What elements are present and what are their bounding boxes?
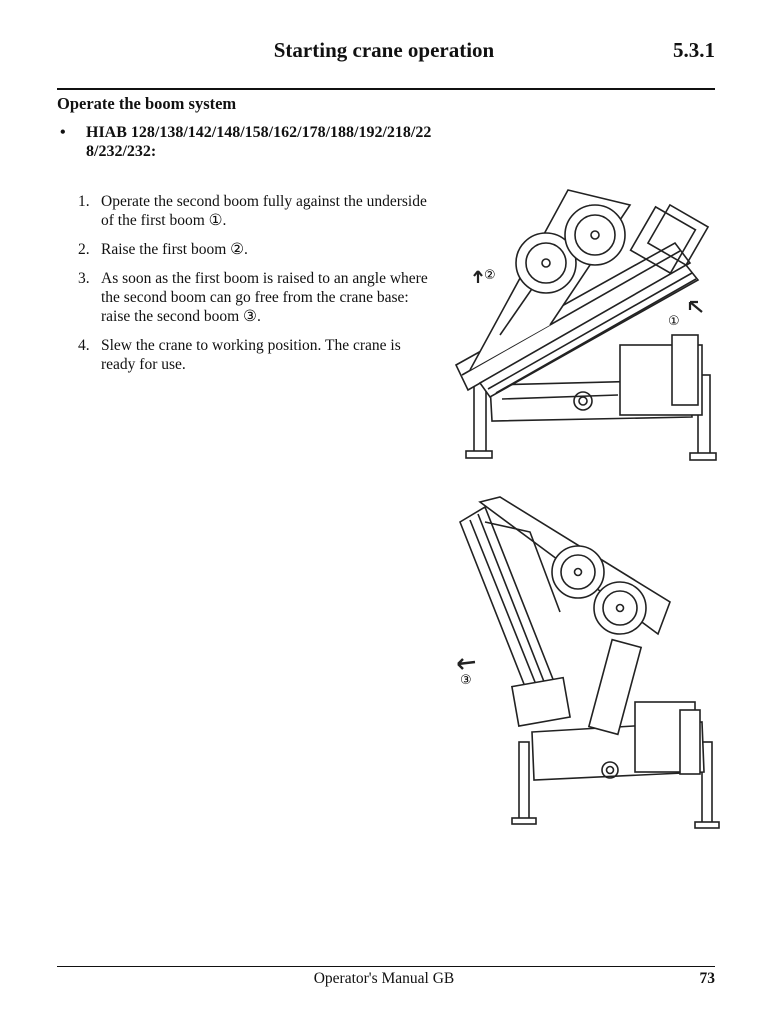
- step-number: 4.: [78, 337, 90, 354]
- callout-2: ②: [484, 268, 496, 283]
- step-item: 2. Raise the first boom ②.: [78, 240, 428, 259]
- model-list: HIAB 128/138/142/148/158/162/178/188/192…: [86, 124, 432, 160]
- header-rule: [57, 88, 715, 90]
- section-number: 5.3.1: [673, 38, 715, 62]
- callout-3: ③: [460, 673, 472, 688]
- crane-folded-illustration: ① ②: [454, 189, 717, 461]
- callout-1: ①: [668, 314, 680, 329]
- section-heading: Operate the boom system: [57, 94, 237, 113]
- crane-raised-illustration: ③: [457, 496, 720, 829]
- step-text: Operate the second boom fully against th…: [101, 193, 427, 229]
- step-text: As soon as the first boom is raised to a…: [101, 270, 428, 325]
- step-number: 3.: [78, 270, 90, 287]
- page-number: 73: [699, 970, 716, 987]
- page-title: Starting crane operation: [273, 38, 495, 62]
- step-text: Raise the first boom ②.: [101, 241, 248, 258]
- step-text: Slew the crane to working position. The …: [101, 337, 401, 373]
- step-item: 3. As soon as the first boom is raised to…: [78, 269, 428, 326]
- footer-title: Operator's Manual GB: [313, 970, 455, 987]
- footer-rule: [57, 966, 715, 967]
- step-number: 2.: [78, 241, 90, 258]
- step-item: 1. Operate the second boom fully against …: [78, 192, 428, 230]
- step-item: 4. Slew the crane to working position. Th…: [78, 336, 428, 374]
- bullet-marker: •: [60, 124, 66, 141]
- steps-list: 1. Operate the second boom fully against …: [78, 192, 428, 384]
- step-number: 1.: [78, 193, 90, 210]
